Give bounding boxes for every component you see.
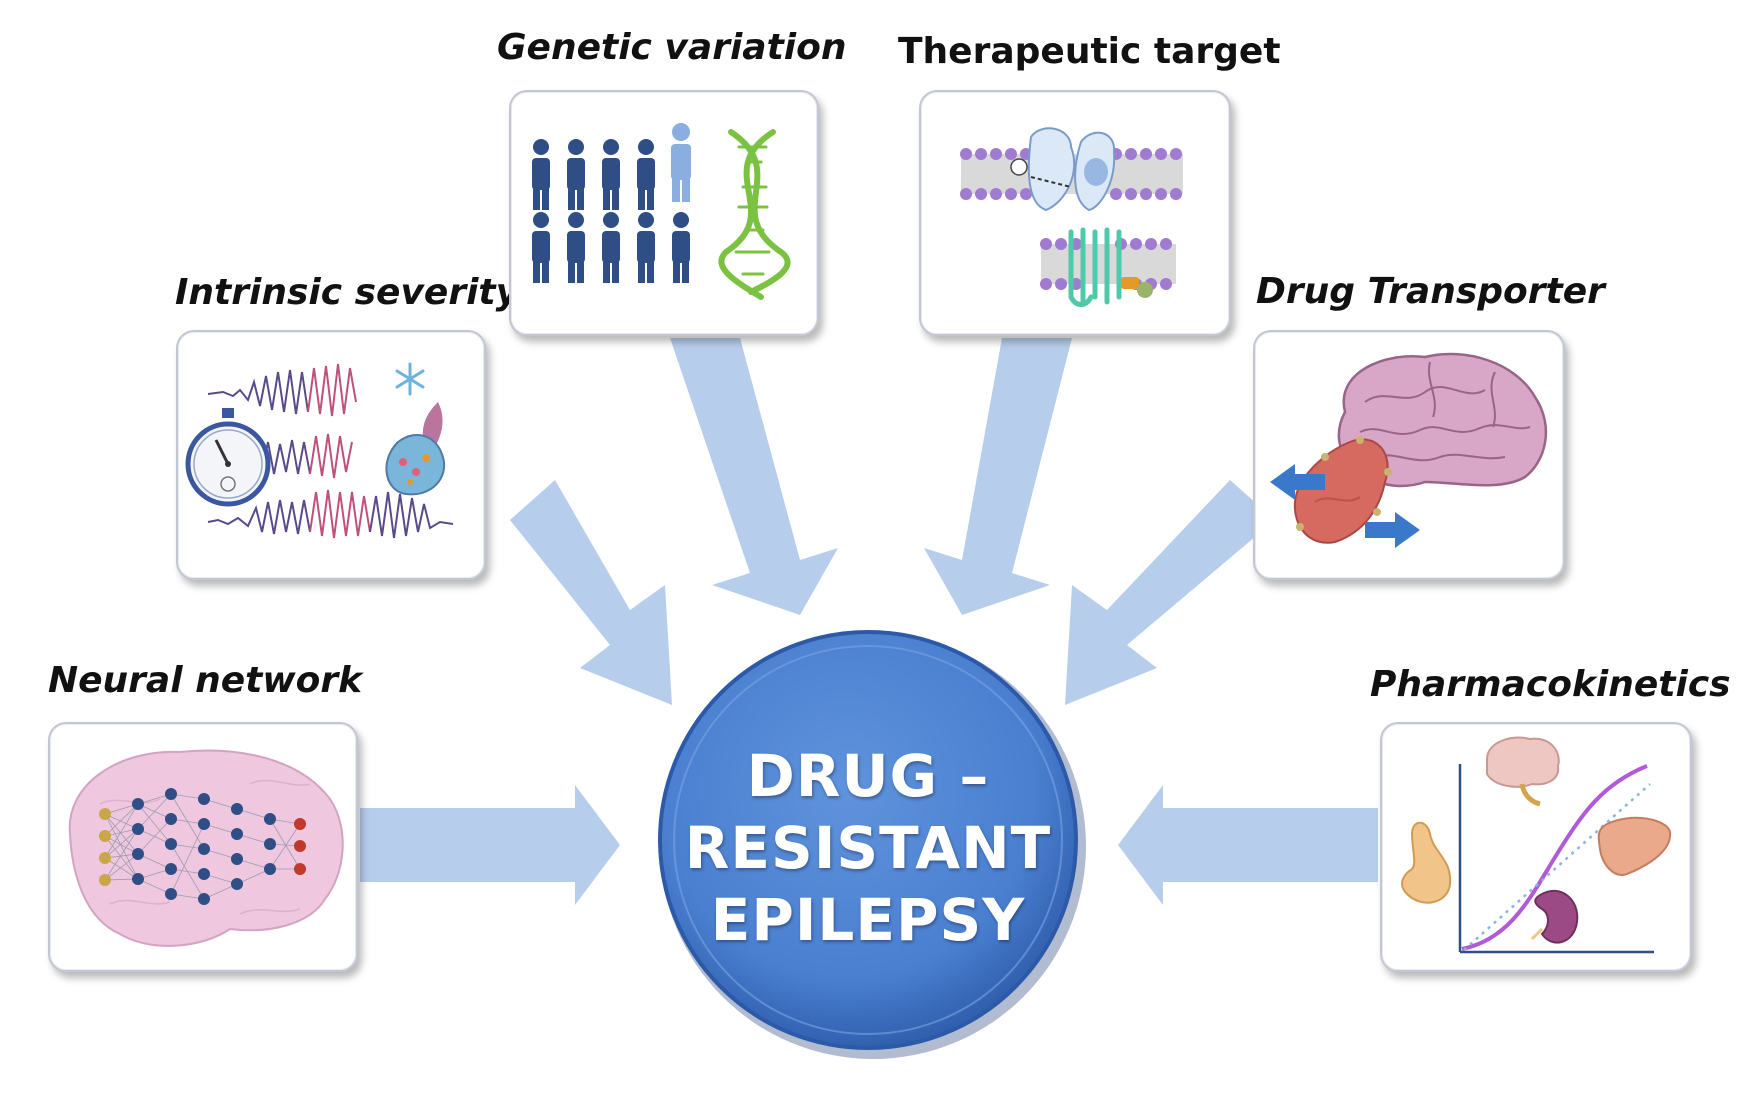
center-title-line1: DRUG – bbox=[746, 742, 990, 810]
liver-icon bbox=[1597, 816, 1672, 876]
label-intrinsic-severity: Intrinsic severity bbox=[175, 272, 520, 313]
stopwatch-icon bbox=[185, 408, 271, 507]
arrow-from-therapeutic-target bbox=[924, 338, 1072, 615]
pk-curve-line bbox=[1461, 764, 1648, 951]
brain-icon bbox=[1337, 352, 1548, 488]
kidney-icon bbox=[1530, 889, 1579, 944]
card-drug-transporter bbox=[1253, 330, 1565, 580]
brain-network-illustration bbox=[68, 749, 344, 947]
brain-small-icon bbox=[1486, 736, 1560, 807]
label-pharmacokinetics: Pharmacokinetics bbox=[1370, 664, 1731, 705]
people-dna-illustration bbox=[532, 123, 791, 300]
pk-reference-line bbox=[1463, 783, 1651, 951]
label-drug-transporter: Drug Transporter bbox=[1256, 271, 1605, 312]
dna-icon bbox=[718, 129, 791, 300]
label-therapeutic-target: Therapeutic target bbox=[898, 31, 1281, 72]
arrow-from-drug-transporter bbox=[1065, 480, 1275, 705]
arrows bbox=[360, 338, 1378, 905]
membrane-lower-icon bbox=[1040, 227, 1176, 307]
efflux-arrow-right-icon bbox=[1365, 512, 1420, 548]
stomach-icon bbox=[1401, 821, 1452, 904]
card-neural-network bbox=[48, 722, 358, 972]
center-title-line3: EPILEPSY bbox=[710, 886, 1026, 954]
eeg-waveform-icon bbox=[207, 363, 454, 539]
card-therapeutic-target bbox=[919, 90, 1231, 336]
label-genetic-variation: Genetic variation bbox=[497, 27, 847, 68]
label-neural-network: Neural network bbox=[48, 660, 363, 701]
brain-vessel-illustration bbox=[1270, 352, 1548, 548]
eeg-stopwatch-illustration bbox=[185, 362, 454, 539]
network-nodes bbox=[99, 788, 306, 905]
neuron-synapse-icon bbox=[385, 402, 446, 496]
brain-folds bbox=[99, 779, 311, 915]
membrane-receptor-illustration bbox=[960, 127, 1183, 307]
arrow-from-pharmacokinetics bbox=[1118, 785, 1378, 905]
center-circle-inner-ring bbox=[673, 645, 1063, 1035]
arrow-from-genetic-variation bbox=[670, 338, 838, 615]
pk-axes bbox=[1458, 764, 1654, 954]
arrow-from-neural-network bbox=[360, 785, 620, 905]
card-genetic-variation bbox=[509, 90, 819, 336]
center-circle bbox=[658, 630, 1078, 1050]
center-title: DRUG – RESISTANT EPILEPSY bbox=[638, 740, 1098, 956]
center-title-line2: RESISTANT bbox=[684, 814, 1052, 882]
card-intrinsic-severity bbox=[176, 330, 486, 580]
people-icon bbox=[532, 123, 691, 283]
snowflake-icon bbox=[395, 362, 425, 396]
card-pharmacokinetics bbox=[1380, 722, 1692, 972]
membrane-upper-icon bbox=[960, 127, 1183, 212]
pk-curve-illustration bbox=[1401, 736, 1672, 954]
efflux-arrow-left-icon bbox=[1270, 464, 1325, 500]
arrow-from-intrinsic-severity bbox=[510, 480, 672, 705]
